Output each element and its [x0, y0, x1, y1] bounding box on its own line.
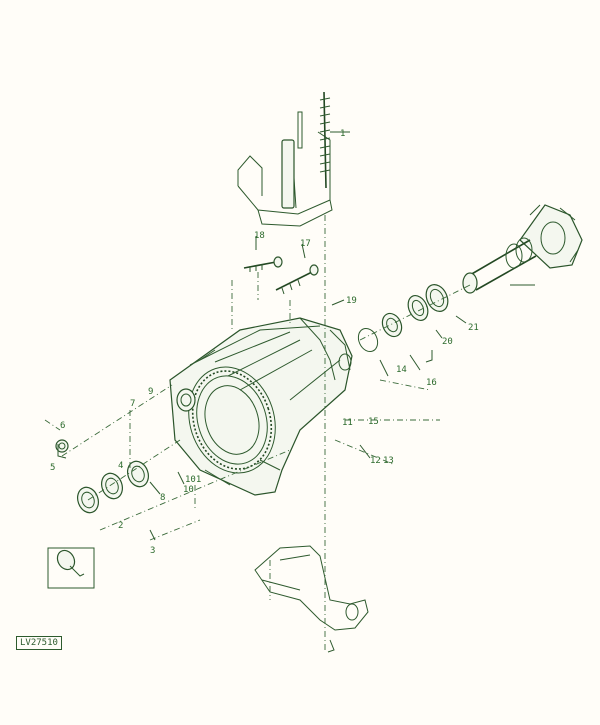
top-bracket [237, 91, 350, 227]
callout-101: 101 [185, 475, 201, 485]
callout-6: 6 [60, 421, 65, 431]
callout-3: 3 [150, 546, 155, 556]
output-shaft [462, 204, 583, 294]
assembly-lines [44, 215, 471, 650]
callout-4: 4 [118, 461, 123, 471]
callout-16: 16 [426, 378, 437, 388]
leader-lines [149, 236, 467, 541]
callout-9: 9 [148, 387, 153, 397]
callout-5: 5 [50, 463, 55, 473]
callout-1: 1 [340, 129, 345, 139]
callout-17: 17 [300, 239, 311, 249]
callout-labels: 1 18 17 19 21 20 14 16 15 13 12 9 10 101… [50, 129, 479, 556]
callout-7: 7 [130, 399, 135, 409]
callout-10: 10 [183, 485, 194, 495]
figure-id-label: LV27510 [16, 636, 62, 650]
callout-15: 15 [368, 417, 379, 427]
callout-11: 11 [342, 418, 353, 428]
seal-20-21 [357, 284, 449, 363]
callout-8: 8 [160, 493, 165, 503]
bolt-17 [275, 264, 319, 295]
callout-19: 19 [346, 296, 357, 306]
callout-12: 12 [370, 456, 381, 466]
callout-18: 18 [254, 231, 265, 241]
left-bearings [55, 439, 149, 514]
bottom-bracket [254, 545, 369, 653]
callout-20: 20 [442, 337, 453, 347]
callout-13: 13 [383, 456, 394, 466]
callout-14: 14 [396, 365, 407, 375]
bolt-18 [243, 256, 283, 272]
detail-inset [47, 547, 95, 589]
callout-21: 21 [468, 323, 479, 333]
callout-2: 2 [118, 521, 123, 531]
